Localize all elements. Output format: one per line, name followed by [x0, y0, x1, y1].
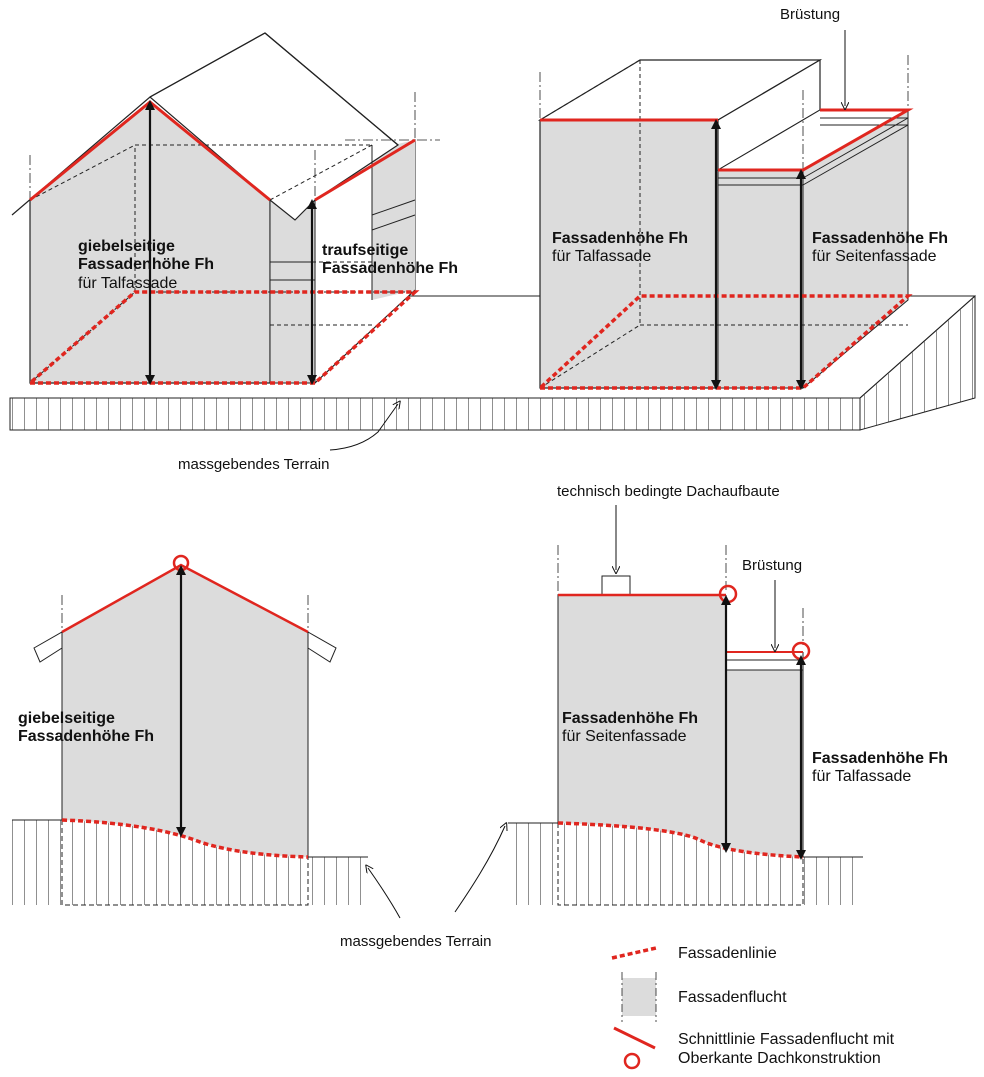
gable-section	[12, 554, 368, 906]
legend-cut-line-swatch	[613, 1026, 656, 1070]
label-giebel-top-l2: Fassadenhöhe Fh	[78, 256, 215, 274]
label-fh-tal-bottom-l2: für Talfassade	[812, 768, 912, 786]
label-giebel-top: giebelseitige Fassadenhöhe Fh für Talfas…	[78, 238, 214, 293]
label-bruestung-top: Brüstung	[780, 6, 841, 23]
terrain-pointer-right	[454, 826, 505, 913]
label-fh-seiten-top: Fassadenhöhe Fh für Seitenfassade	[812, 230, 948, 267]
legend-schnittlinie-l2: Oberkante Dachkonstruktion	[678, 1050, 881, 1068]
label-fh-seiten-bottom: Fassadenhöhe Fh für Seitenfassade	[562, 710, 698, 747]
label-tech-dachaufbaute: technisch bedingte Dachaufbaute	[557, 483, 780, 500]
flat-roof-section	[508, 505, 863, 906]
label-fh-seiten-top-l2: für Seitenfassade	[812, 248, 937, 266]
legend-fassadenlinie: Fassadenlinie	[678, 945, 777, 962]
label-trauf-top: traufseitige Fassadenhöhe Fh	[322, 242, 458, 279]
legend-facade-flight-swatch	[621, 972, 657, 1022]
label-giebel-top-l1: giebelseitige	[78, 238, 175, 255]
label-fh-seiten-bottom-l1: Fassadenhöhe Fh	[562, 710, 699, 727]
legend-fassadenflucht: Fassadenflucht	[678, 989, 787, 1006]
terrain-pointer-top	[329, 404, 398, 451]
label-fh-tal-top-l1: Fassadenhöhe Fh	[552, 230, 689, 247]
label-fh-seiten-top-l1: Fassadenhöhe Fh	[812, 230, 949, 247]
terrain-slab	[9, 294, 976, 431]
label-fh-tal-bottom: Fassadenhöhe Fh für Talfassade	[812, 750, 948, 787]
label-trauf-top-l1: traufseitige	[322, 242, 409, 259]
label-terrain-top: massgebendes Terrain	[178, 456, 330, 473]
label-fh-seiten-bottom-l2: für Seitenfassade	[562, 728, 687, 746]
label-giebel-bottom-l1: giebelseitige	[18, 710, 115, 727]
legend-facade-line-swatch	[611, 946, 657, 960]
gable-house-3d	[11, 32, 440, 385]
label-trauf-top-l2: Fassadenhöhe Fh	[322, 260, 459, 278]
label-bruestung-bottom: Brüstung	[742, 557, 803, 574]
label-fh-tal-top: Fassadenhöhe Fh für Talfassade	[552, 230, 688, 267]
label-giebel-bottom: giebelseitige Fassadenhöhe Fh	[18, 710, 154, 747]
terrain-pointer-left	[368, 868, 401, 919]
label-fh-tal-top-l2: für Talfassade	[552, 248, 652, 266]
label-terrain-bottom: massgebendes Terrain	[340, 933, 492, 950]
legend-schnittlinie: Schnittlinie Fassadenflucht mit Oberkant…	[678, 1030, 894, 1068]
label-giebel-top-l3: für Talfassade	[78, 274, 178, 292]
legend	[611, 946, 657, 1070]
label-giebel-bottom-l2: Fassadenhöhe Fh	[18, 728, 155, 746]
legend-schnittlinie-l1: Schnittlinie Fassadenflucht mit	[678, 1031, 895, 1048]
flat-roof-building-3d	[537, 30, 914, 390]
label-fh-tal-bottom-l1: Fassadenhöhe Fh	[812, 750, 949, 767]
